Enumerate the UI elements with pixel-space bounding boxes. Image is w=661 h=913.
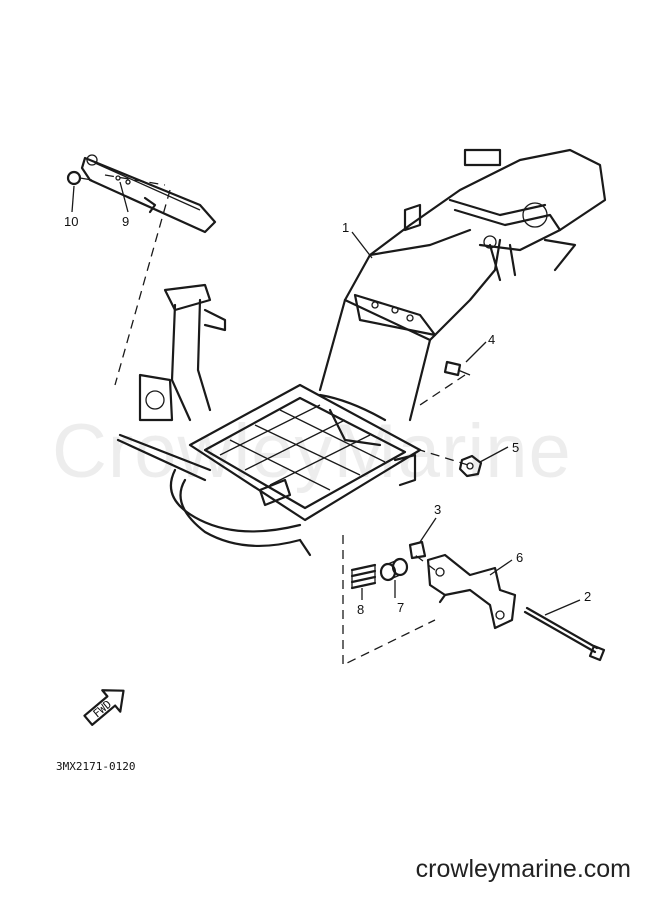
callout-10: 10 [64, 214, 78, 229]
callout-3: 3 [434, 502, 441, 517]
forward-arrow-icon: FWD [83, 689, 125, 726]
callout-6: 6 [516, 550, 523, 565]
callout-2: 2 [584, 589, 591, 604]
main-stand-6[interactable] [426, 553, 517, 630]
collar-7[interactable] [379, 557, 409, 582]
collar-3[interactable] [408, 540, 427, 560]
diagram-code: 3MX2171-0120 [56, 760, 135, 773]
callout-4: 4 [488, 332, 495, 347]
fwd-label: FWD [91, 698, 115, 721]
main-frame[interactable] [116, 148, 607, 557]
callout-leaders [71, 181, 581, 616]
pivot-shaft-2[interactable] [523, 606, 606, 662]
nut-5[interactable] [458, 454, 483, 478]
callout-7: 7 [397, 600, 404, 615]
callout-1: 1 [342, 220, 349, 235]
callout-8: 8 [357, 602, 364, 617]
bolt-10[interactable] [66, 170, 93, 186]
bolt-4[interactable] [443, 360, 471, 377]
assembly-guide-lines [104, 174, 469, 667]
spring-8[interactable] [350, 563, 377, 590]
callout-9: 9 [122, 214, 129, 229]
front-stay-bracket[interactable] [80, 154, 217, 234]
callout-5: 5 [512, 440, 519, 455]
site-label: crowleymarine.com [415, 855, 631, 883]
